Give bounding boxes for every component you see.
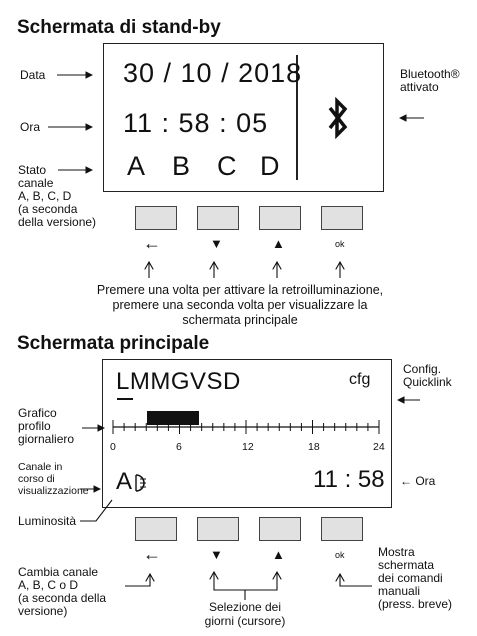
profile-axis: [112, 420, 380, 434]
caption-line-1: Premere una volta per attivare la retroi…: [96, 283, 384, 297]
mostra-label-1: Mostra: [378, 545, 415, 559]
channel-label-2: corso di: [18, 473, 55, 485]
day-up-button[interactable]: [259, 517, 301, 541]
cambia-label-4: versione): [18, 604, 68, 618]
label-stato-3: A, B, C, D: [18, 189, 72, 203]
day-down-button[interactable]: [197, 517, 239, 541]
main-title: Schermata principale: [17, 333, 210, 354]
bt-label-2: attivato: [400, 80, 439, 94]
bt-label-1: Bluetooth®: [400, 67, 460, 81]
down-triangle-icon: ▼: [210, 236, 223, 251]
cambia-label-2: A, B, C o D: [18, 578, 79, 592]
graph-label-2: profilo: [18, 419, 51, 433]
back-button[interactable]: [135, 206, 177, 230]
label-stato-1: Stato: [18, 163, 47, 177]
day-selector: LMMGVSD: [116, 368, 241, 395]
day-cursor: [117, 398, 133, 400]
standby-caption: Premere una volta per attivare la retroi…: [40, 283, 440, 328]
config-label-2: Quicklink: [403, 375, 452, 389]
up-triangle-icon: ▲: [272, 236, 285, 251]
label-stato-4: (a seconda: [18, 202, 78, 216]
channel-label-1: Canale in: [18, 461, 63, 473]
channel-c: C: [217, 151, 238, 181]
ok-label: ok: [335, 239, 345, 249]
channel-a: A: [127, 151, 147, 181]
standby-date: 30 / 10 / 2018: [123, 58, 303, 88]
mostra-label-5: (press. breve): [378, 597, 453, 611]
label-ora: Ora: [20, 120, 41, 134]
config-label-1: Config.: [403, 362, 442, 376]
graph-label-3: giornaliero: [18, 432, 75, 446]
down-button[interactable]: [197, 206, 239, 230]
selezione-line-1: Selezione dei: [208, 600, 282, 614]
main-time: 11 : 58: [313, 466, 385, 493]
luminosita-label: Luminosità: [18, 514, 77, 528]
tick-12: 12: [242, 441, 254, 453]
label-stato-5: della versione): [18, 215, 97, 229]
cambia-label-1: Cambia canale: [18, 565, 99, 579]
current-channel: A: [116, 468, 133, 495]
mostra-label-4: manuali: [378, 584, 421, 598]
profile-bar: [147, 411, 199, 425]
cambia-label-3: (a seconda della: [18, 591, 107, 605]
graph-label-1: Grafico: [18, 406, 57, 420]
up-triangle-icon-main: ▲: [272, 547, 285, 562]
ok-label-main: ok: [335, 550, 345, 560]
selezione-label: Selezione dei giorni (cursore): [190, 600, 300, 628]
channel-b: B: [172, 151, 192, 181]
main-lcd: [102, 359, 392, 508]
caption-line-3: schermata principale: [182, 313, 298, 327]
bluetooth-icon: [328, 97, 348, 139]
left-arrow-icon-main: ←: [143, 544, 161, 564]
tick-18: 18: [308, 441, 320, 453]
change-channel-button[interactable]: [135, 517, 177, 541]
caption-line-2: premere una seconda volta per visualizza…: [112, 298, 368, 312]
standby-time: 11 : 58 : 05: [123, 108, 269, 138]
ok-button[interactable]: [321, 206, 363, 230]
channel-label-3: visualizzazione: [18, 485, 89, 497]
standby-title: Schermata di stand-by: [17, 17, 221, 38]
brightness-icon: [135, 474, 146, 492]
manual-controls-button[interactable]: [321, 517, 363, 541]
down-triangle-icon-main: ▼: [210, 547, 223, 562]
up-button[interactable]: [259, 206, 301, 230]
cfg-indicator: cfg: [349, 371, 371, 388]
channel-d: D: [260, 151, 281, 181]
lcd-divider: [296, 55, 298, 180]
tick-24: 24: [373, 441, 385, 453]
label-data: Data: [20, 68, 46, 82]
ora-label: ← Ora: [400, 474, 436, 488]
tick-0: 0: [110, 441, 116, 453]
label-stato-2: canale: [18, 176, 54, 190]
left-arrow-icon: ←: [143, 233, 161, 253]
tick-6: 6: [176, 441, 182, 453]
selezione-line-2: giorni (cursore): [204, 614, 286, 628]
mostra-label-2: schermata: [378, 558, 435, 572]
mostra-label-3: dei comandi: [378, 571, 443, 585]
